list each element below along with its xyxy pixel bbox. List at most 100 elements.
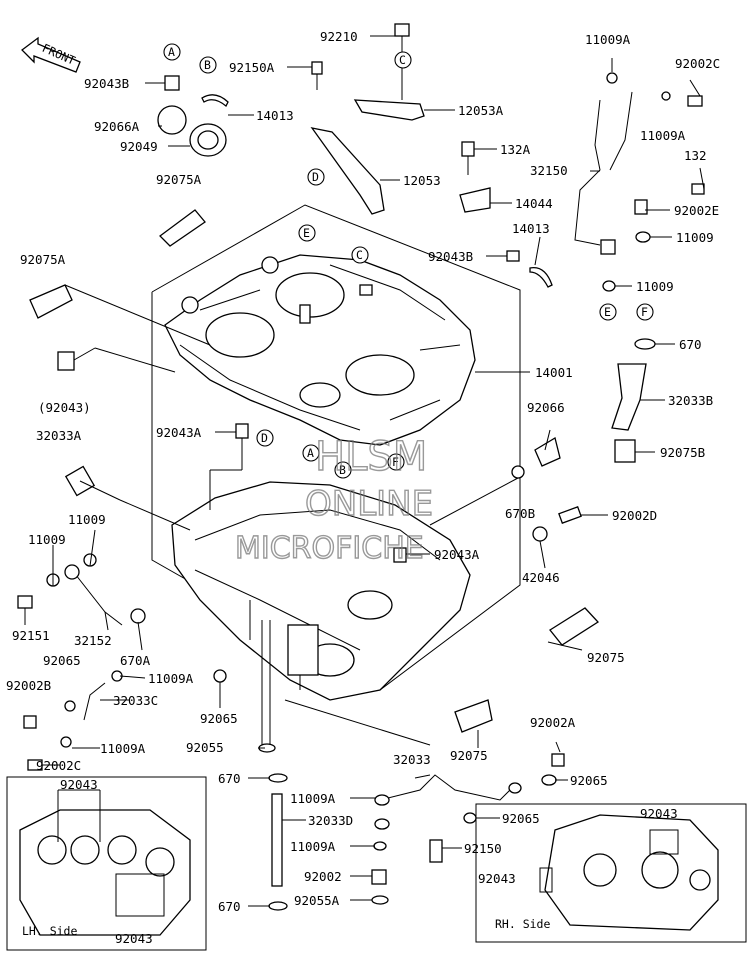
part-label: 42046 — [522, 570, 560, 585]
part-label: 92065 — [502, 811, 540, 826]
rh-side-caption: RH. Side — [495, 917, 550, 931]
ref-letter-c2: C — [356, 248, 363, 262]
part-label: 92066 — [527, 400, 565, 415]
reference-letters: A B C D E C E F D A B F — [163, 43, 654, 479]
part-label: 92043A — [434, 547, 480, 562]
part-label: 32033A — [36, 428, 82, 443]
lower-crankcase — [171, 481, 471, 701]
leader-lines — [24, 35, 705, 907]
ref-letter-c: C — [399, 53, 406, 67]
part-label: 11009A — [585, 32, 631, 47]
watermark-line-2: ONLINE — [305, 484, 433, 524]
ref-circle-a2 — [302, 444, 320, 462]
part-label: 32150 — [530, 163, 568, 178]
part-label: 11009A — [100, 741, 146, 756]
part-label: 92002A — [530, 715, 576, 730]
part-label: 11009 — [636, 279, 674, 294]
part-label: 14044 — [515, 196, 553, 211]
part-label: 92049 — [120, 139, 158, 154]
part-label: 11009A — [290, 791, 336, 806]
part-label: 92043 — [640, 806, 678, 821]
part-label: 32152 — [74, 633, 112, 648]
part-label: 92043A — [156, 425, 202, 440]
part-label: 12053 — [403, 173, 441, 188]
ref-circle-d2 — [256, 429, 274, 447]
part-label: 11009 — [676, 230, 714, 245]
part-label: 92002D — [612, 508, 657, 523]
part-label: 92055 — [186, 740, 224, 755]
part-label: 92065 — [570, 773, 608, 788]
ref-letter-f2: F — [392, 455, 399, 469]
ref-circle-b2 — [334, 461, 352, 479]
assembly-outline — [151, 204, 521, 746]
ref-circle-f — [636, 303, 654, 321]
part-label: 32033B — [668, 393, 713, 408]
part-label: 92043B — [428, 249, 473, 264]
watermark: HLSM ONLINE MICROFICHE — [234, 433, 433, 566]
part-label: 92075B — [660, 445, 705, 460]
ref-circle-c — [394, 51, 412, 69]
part-label: 92055A — [294, 893, 340, 908]
part-label: (92043) — [38, 400, 91, 415]
part-label: 92002C — [675, 56, 720, 71]
ref-letter-e: E — [303, 226, 310, 240]
part-label: 132 — [684, 148, 707, 163]
ref-circle-e — [298, 224, 316, 242]
watermark-line-3: MICROFICHE — [235, 531, 424, 566]
part-label: 92066A — [94, 119, 140, 134]
part-label: 92043 — [60, 777, 98, 792]
part-label: 92043 — [115, 931, 153, 946]
part-label: 92075A — [156, 172, 202, 187]
ref-letter-b2: B — [339, 463, 346, 477]
ref-letter-d2: D — [261, 431, 268, 445]
ref-circle-d — [307, 168, 325, 186]
part-label: 14013 — [256, 108, 294, 123]
ref-letter-f: F — [641, 305, 648, 319]
part-label: 92075 — [587, 650, 625, 665]
ref-letter-d: D — [312, 170, 319, 184]
part-label: 92065 — [43, 653, 81, 668]
part-label: 92043B — [84, 76, 129, 91]
part-label: 14001 — [535, 365, 573, 380]
part-label: 92002E — [674, 203, 719, 218]
rh-side-inset: RH. Side — [475, 803, 747, 943]
part-label: 14013 — [512, 221, 550, 236]
part-label: 670 — [218, 771, 241, 786]
ref-letter-a2: A — [307, 446, 314, 460]
part-label: 92002B — [6, 678, 51, 693]
lh-side-caption: LH. Side — [22, 924, 77, 938]
upper-crankcase — [164, 254, 476, 446]
part-label: 670 — [679, 337, 702, 352]
part-label: 11009A — [640, 128, 686, 143]
ref-letter-b: B — [204, 58, 211, 72]
part-label: 12053A — [458, 103, 504, 118]
part-label: 670A — [120, 653, 151, 668]
ref-circle-a — [163, 43, 181, 61]
ref-circle-e2 — [599, 303, 617, 321]
part-label: 11009 — [68, 512, 106, 527]
part-label: 92002 — [304, 869, 342, 884]
part-label: 32033D — [308, 813, 353, 828]
part-label: 92043 — [478, 871, 516, 886]
part-label: 32033 — [393, 752, 431, 767]
watermark-line-1: HLSM — [315, 434, 427, 480]
part-label: 11009A — [148, 671, 194, 686]
front-direction-arrow: FRONT — [21, 36, 81, 73]
part-label: 11009A — [290, 839, 336, 854]
ref-circle-b — [199, 56, 217, 74]
part-label: 92065 — [200, 711, 238, 726]
ref-letter-a: A — [168, 45, 175, 59]
part-label: 92075 — [450, 748, 488, 763]
lh-side-inset: LH. Side — [6, 776, 207, 951]
part-label: 132A — [500, 142, 531, 157]
ref-circle-f2 — [387, 453, 405, 471]
part-label: 92150A — [229, 60, 275, 75]
ref-letter-e2: E — [604, 305, 611, 319]
part-number-labels: 92210 92150A 92043B 14013 12053A 92066A … — [6, 29, 720, 946]
part-label: 32033C — [113, 693, 158, 708]
part-label: 92002C — [36, 758, 81, 773]
part-shapes — [17, 23, 705, 911]
part-label: 11009 — [28, 532, 66, 547]
part-label: 92151 — [12, 628, 50, 643]
